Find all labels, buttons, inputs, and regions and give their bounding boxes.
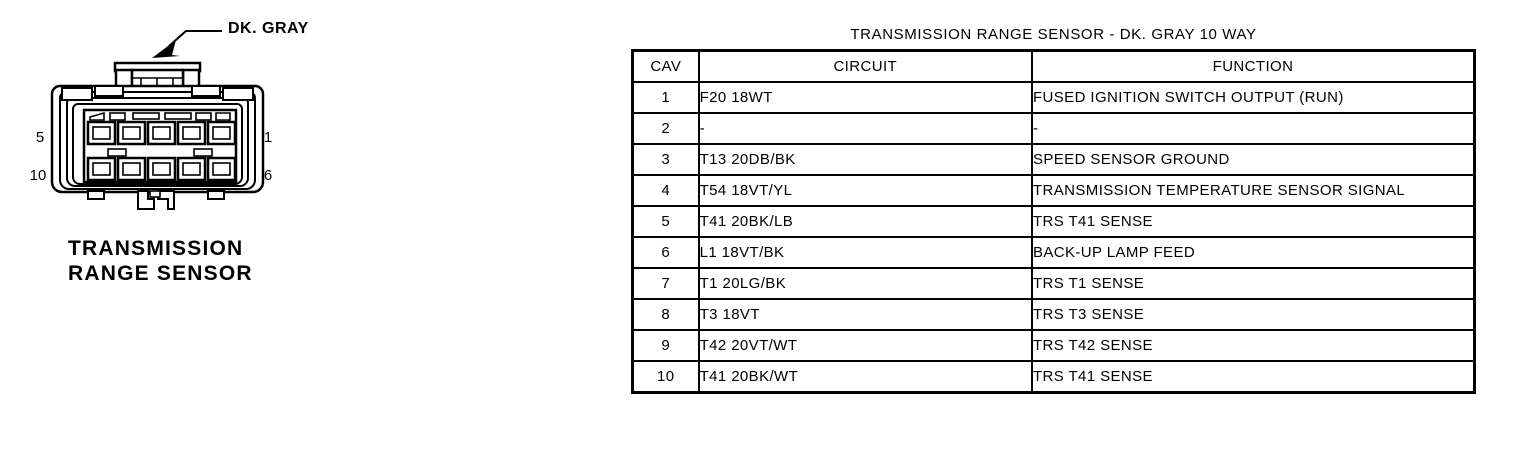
caption-line-1: TRANSMISSION (68, 237, 244, 260)
pin-number-10: 10 (29, 167, 47, 184)
column-header-function: FUNCTION (1030, 49, 1476, 83)
cavity-7 (176, 156, 207, 182)
cell-circuit: T42 20VT/WT (697, 329, 1033, 362)
cell-function: TRS T42 SENSE (1030, 329, 1476, 362)
cell-cav: 3 (631, 143, 700, 176)
dk-gray-callout-label: DK. GRAY (228, 20, 309, 37)
connector-bottom-tabs (87, 190, 225, 210)
table-header-row: CAV CIRCUIT FUNCTION (631, 49, 1476, 83)
connector-illustration-panel: 5 10 1 6 DK. GRAY TRANSMISSION RANGE SEN… (0, 0, 330, 310)
cell-cav: 10 (631, 360, 700, 394)
cell-circuit: T3 18VT (697, 298, 1033, 331)
cavity-9 (116, 156, 147, 182)
cavity-5 (86, 120, 117, 146)
cell-cav: 7 (631, 267, 700, 300)
cell-circuit: L1 18VT/BK (697, 236, 1033, 269)
cell-function: - (1030, 112, 1476, 145)
cell-function: SPEED SENSOR GROUND (1030, 143, 1476, 176)
cell-circuit: T41 20BK/WT (697, 360, 1033, 394)
dk-gray-callout-leader (152, 30, 222, 58)
cell-circuit: - (697, 112, 1033, 145)
cell-cav: 9 (631, 329, 700, 362)
cell-function: TRS T41 SENSE (1030, 205, 1476, 238)
cavity-3 (146, 120, 177, 146)
connector-drawing (50, 30, 265, 210)
cavity-4 (116, 120, 147, 146)
cell-circuit: T54 18VT/YL (697, 174, 1033, 207)
cavity-1 (206, 120, 237, 146)
cell-cav: 4 (631, 174, 700, 207)
cell-circuit: T41 20BK/LB (697, 205, 1033, 238)
connector-cavities (86, 120, 237, 182)
cell-cav: 5 (631, 205, 700, 238)
pinout-table-panel: TRANSMISSION RANGE SENSOR - DK. GRAY 10 … (631, 26, 1476, 394)
pinout-table-title: TRANSMISSION RANGE SENSOR - DK. GRAY 10 … (850, 26, 1257, 43)
cell-circuit: T1 20LG/BK (697, 267, 1033, 300)
cell-function: TRANSMISSION TEMPERATURE SENSOR SIGNAL (1030, 174, 1476, 207)
cell-cav: 2 (631, 112, 700, 145)
cell-circuit: T13 20DB/BK (697, 143, 1033, 176)
connector-keying-slots (89, 111, 231, 157)
cell-cav: 1 (631, 81, 700, 114)
cavity-8 (146, 156, 177, 182)
table-row: 2-- (631, 112, 1476, 145)
cell-function: FUSED IGNITION SWITCH OUTPUT (RUN) (1030, 81, 1476, 114)
column-header-cav: CAV (631, 49, 700, 83)
caption-line-2: RANGE SENSOR (68, 262, 253, 285)
cell-cav: 6 (631, 236, 700, 269)
pin-number-6: 6 (263, 167, 273, 184)
cell-cav: 8 (631, 298, 700, 331)
column-header-circuit: CIRCUIT (697, 49, 1033, 83)
connector-caption: TRANSMISSION RANGE SENSOR (68, 236, 318, 286)
cavity-6 (206, 156, 237, 182)
cell-function: TRS T3 SENSE (1030, 298, 1476, 331)
pin-number-5: 5 (35, 129, 45, 146)
cell-function: TRS T1 SENSE (1030, 267, 1476, 300)
cavity-10 (86, 156, 117, 182)
cavity-2 (176, 120, 207, 146)
pin-number-1: 1 (263, 129, 273, 146)
cell-circuit: F20 18WT (697, 81, 1033, 114)
cell-function: BACK-UP LAMP FEED (1030, 236, 1476, 269)
cell-function: TRS T41 SENSE (1030, 360, 1476, 394)
